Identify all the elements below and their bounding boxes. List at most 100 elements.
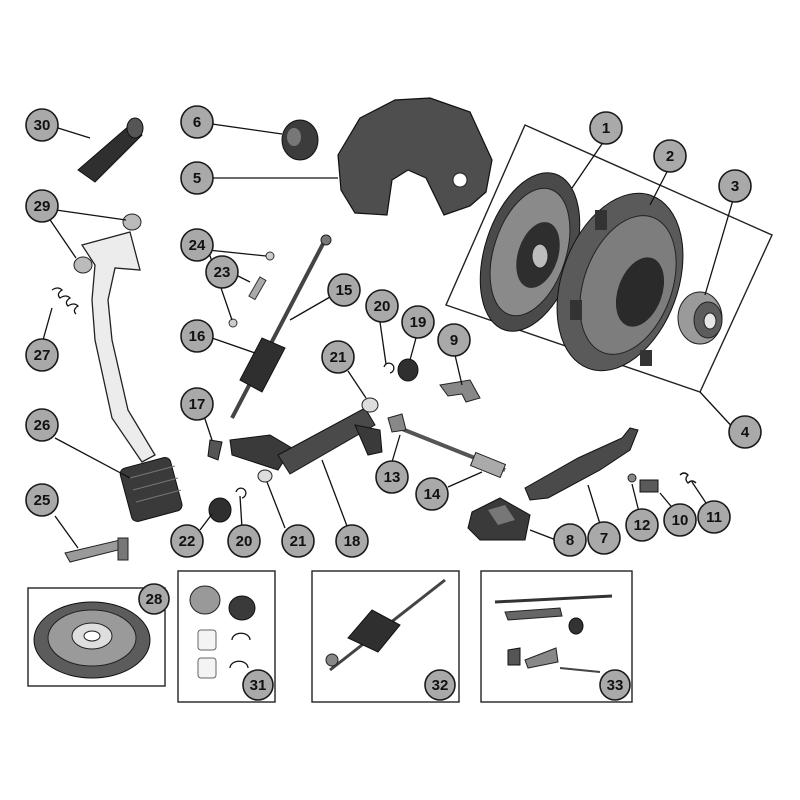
pilot-bushing-part: [281, 119, 319, 161]
svg-text:20: 20: [236, 533, 253, 550]
callout-32: 32: [424, 669, 456, 701]
callout-33: 33: [599, 669, 631, 701]
callout-3: 3: [718, 169, 752, 203]
callout-12: 12: [625, 508, 659, 542]
svg-text:17: 17: [189, 396, 206, 413]
callout-7: 7: [587, 521, 621, 555]
grommet-part: [397, 358, 419, 382]
callout-15: 15: [327, 273, 361, 307]
svg-text:16: 16: [189, 328, 206, 345]
callout-11: 11: [697, 500, 731, 534]
callout-10: 10: [663, 503, 697, 537]
release-bearing-part: [677, 291, 723, 345]
svg-text:8: 8: [566, 532, 574, 549]
svg-text:12: 12: [634, 517, 651, 534]
pedal-bushing-part: [73, 213, 142, 274]
svg-text:15: 15: [336, 282, 353, 299]
callout-22: 22: [170, 524, 204, 558]
retainer-clip-part: [207, 439, 223, 461]
e-clip-part: [235, 487, 247, 499]
svg-text:24: 24: [189, 237, 206, 254]
callout-24: 24: [180, 228, 214, 262]
callout-14: 14: [415, 477, 449, 511]
svg-text:3: 3: [731, 178, 739, 195]
svg-text:30: 30: [34, 117, 51, 134]
callout-21-upper: 21: [321, 340, 355, 374]
callout-25: 25: [25, 483, 59, 517]
flywheel-part: [33, 601, 151, 679]
rod-boot-kit-box: [311, 570, 460, 703]
e-clip-part-upper: [383, 362, 395, 374]
svg-text:4: 4: [741, 424, 750, 441]
svg-text:22: 22: [179, 533, 196, 550]
svg-text:27: 27: [34, 347, 51, 364]
svg-text:29: 29: [34, 198, 51, 215]
svg-text:14: 14: [424, 486, 441, 503]
clutch-disc-part: [479, 172, 581, 332]
cross-shaft-part: [229, 397, 383, 483]
svg-text:33: 33: [607, 677, 624, 694]
linkage-kit-parts: [494, 594, 613, 673]
svg-text:21: 21: [330, 349, 347, 366]
svg-text:2: 2: [666, 148, 674, 165]
callout-30: 30: [25, 108, 59, 142]
callout-9: 9: [437, 323, 471, 357]
svg-text:31: 31: [250, 677, 267, 694]
linkage-kit-box: [480, 570, 633, 703]
clutch-rod-part: [230, 234, 332, 419]
svg-text:9: 9: [450, 332, 458, 349]
svg-text:11: 11: [706, 509, 722, 526]
callout-5: 5: [180, 161, 214, 195]
inspection-plate-part: [337, 97, 493, 216]
adjuster-parts: [627, 472, 697, 493]
fork-pivot-pad-part: [467, 497, 531, 541]
callout-13: 13: [375, 460, 409, 494]
callout-8: 8: [553, 523, 587, 557]
callout-29: 29: [25, 189, 59, 223]
alignment-tool-part: [77, 117, 144, 183]
svg-text:1: 1: [602, 120, 610, 137]
svg-text:32: 32: [432, 677, 449, 694]
pedal-spring-part: [51, 287, 80, 315]
svg-text:5: 5: [193, 170, 201, 187]
callout-21-lower: 21: [281, 524, 315, 558]
release-fork-part: [524, 427, 639, 501]
callout-16: 16: [180, 319, 214, 353]
clutch-pedal-part: [80, 231, 183, 522]
callout-19: 19: [401, 305, 435, 339]
svg-text:25: 25: [34, 492, 51, 509]
callout-17: 17: [180, 387, 214, 421]
callout-1: 1: [589, 111, 623, 145]
push-rod-part: [387, 413, 507, 479]
callout-2: 2: [653, 139, 687, 173]
bushing-kit-parts: [189, 585, 256, 679]
callout-6: 6: [180, 105, 214, 139]
svg-text:20: 20: [374, 298, 391, 315]
svg-text:26: 26: [34, 417, 51, 434]
callout-26: 26: [25, 408, 59, 442]
spring-bracket-part: [439, 379, 481, 403]
svg-text:21: 21: [290, 533, 307, 550]
svg-text:18: 18: [344, 533, 361, 550]
rod-boot-kit-parts: [325, 578, 446, 672]
callout-18: 18: [335, 524, 369, 558]
svg-text:28: 28: [146, 591, 163, 608]
svg-text:6: 6: [193, 114, 201, 131]
callout-20-upper: 20: [365, 289, 399, 323]
callout-23: 23: [205, 255, 239, 289]
bushing-kit-box: [177, 570, 276, 703]
svg-text:23: 23: [214, 264, 231, 281]
svg-text:13: 13: [384, 469, 401, 486]
callout-27: 27: [25, 338, 59, 372]
callout-28: 28: [138, 583, 170, 615]
pivot-bushing-part: [208, 497, 232, 523]
callout-4: 4: [728, 415, 762, 449]
svg-text:19: 19: [410, 314, 427, 331]
svg-text:10: 10: [672, 512, 689, 529]
pedal-bracket-part: [64, 537, 129, 563]
callout-20-lower: 20: [227, 524, 261, 558]
pressure-plate-part: [556, 192, 684, 372]
callout-31: 31: [242, 669, 274, 701]
